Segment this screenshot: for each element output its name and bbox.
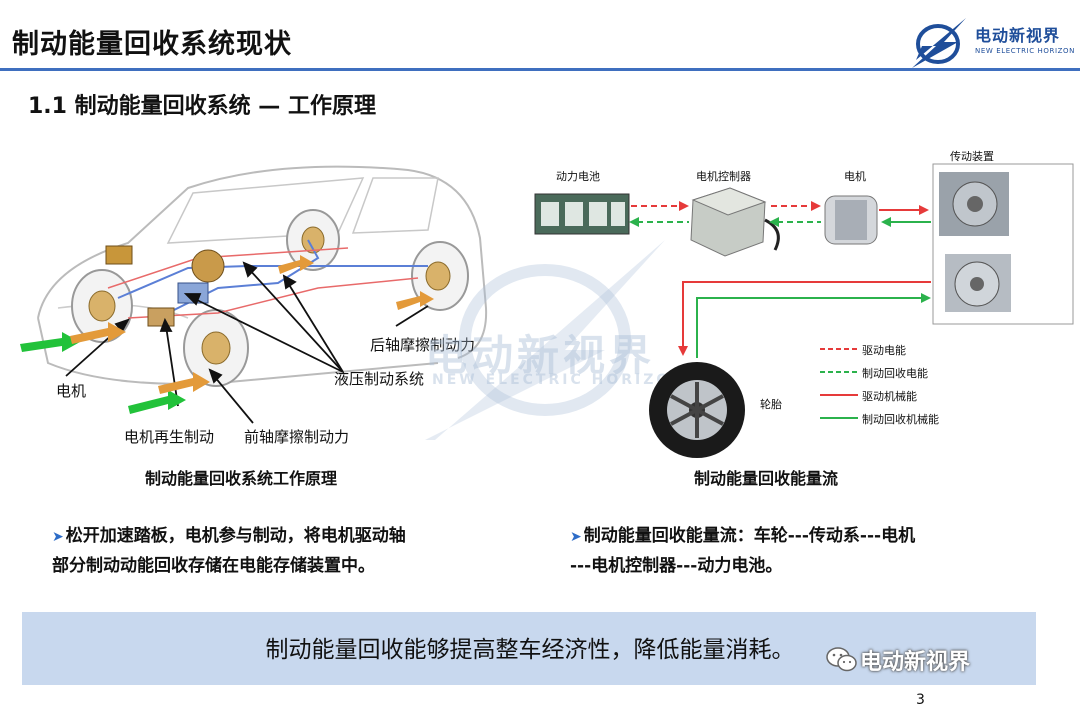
motor-regen-arrow — [20, 332, 80, 352]
legend-swatches — [820, 348, 858, 419]
header-divider — [0, 68, 1080, 71]
legend-label: 制动回收电能 — [862, 367, 928, 380]
label-rear-friction: 后轴摩擦制动力 — [370, 336, 476, 354]
front-regen-arrow — [128, 390, 186, 414]
car-braking-diagram — [20, 165, 488, 424]
legend-label: 驱动机械能 — [862, 390, 917, 403]
motor-controller-image — [690, 187, 780, 257]
energy-flow-diagram — [534, 163, 1074, 458]
label-motor: 电机 — [56, 382, 87, 400]
page-number: 3 — [916, 692, 925, 708]
logo-text-cn: 电动新视界 — [975, 26, 1061, 45]
label-transmission: 传动装置 — [950, 150, 994, 163]
legend-label: 制动回收机械能 — [862, 413, 939, 426]
front-right-wheel — [183, 309, 249, 387]
rear-right-wheel — [411, 241, 469, 311]
section-title: 1.1 制动能量回收系统 — 工作原理 — [28, 94, 376, 119]
label-tire: 轮胎 — [760, 398, 782, 411]
brand-logo-icon — [912, 18, 966, 68]
page-title: 制动能量回收系统现状 — [12, 29, 292, 60]
label-front-friction: 前轴摩擦制动力 — [244, 428, 350, 446]
transmission-image — [939, 172, 1011, 312]
master-cylinder — [191, 249, 225, 283]
watermark-logo-icon — [425, 240, 665, 440]
tire-image — [649, 362, 745, 458]
logo-text-en: NEW ELECTRIC HORIZON — [975, 47, 1075, 55]
summary-box — [22, 612, 1036, 685]
battery-pack-image — [534, 193, 630, 235]
motor-component — [147, 307, 175, 327]
battery-component — [105, 245, 133, 265]
abs-module — [177, 282, 209, 304]
bullet-triangle-icon: ➤ — [52, 529, 64, 545]
right-diagram-caption: 制动能量回收能量流 — [694, 469, 839, 488]
wechat-account-name: 电动新视界 — [860, 650, 971, 675]
wechat-icon — [826, 647, 857, 672]
bullet-triangle-icon: ➤ — [570, 529, 582, 545]
watermark-text-en: NEW ELECTRIC HORIZON — [432, 372, 686, 388]
watermark-text-cn: 电动新视界 — [425, 331, 656, 380]
label-motor-regen: 电机再生制动 — [124, 428, 215, 446]
label-controller: 电机控制器 — [696, 170, 751, 183]
left-diagram-caption: 制动能量回收系统工作原理 — [145, 469, 338, 488]
bullet-right: ➤制动能量回收能量流：车轮---传动系---电机 ---电机控制器---动力电池… — [570, 526, 916, 576]
label-motor-right: 电机 — [844, 170, 866, 183]
label-hydraulic: 液压制动系统 — [334, 370, 425, 388]
bullet-left: ➤松开加速踏板，电机参与制动，将电机驱动轴 部分制动动能回收存储在电能存储装置中… — [52, 526, 406, 576]
legend-label: 驱动电能 — [862, 344, 906, 357]
electric-motor-image — [824, 195, 878, 245]
label-battery: 动力电池 — [556, 170, 600, 183]
summary-text: 制动能量回收能够提高整车经济性，降低能量消耗。 — [265, 637, 795, 663]
